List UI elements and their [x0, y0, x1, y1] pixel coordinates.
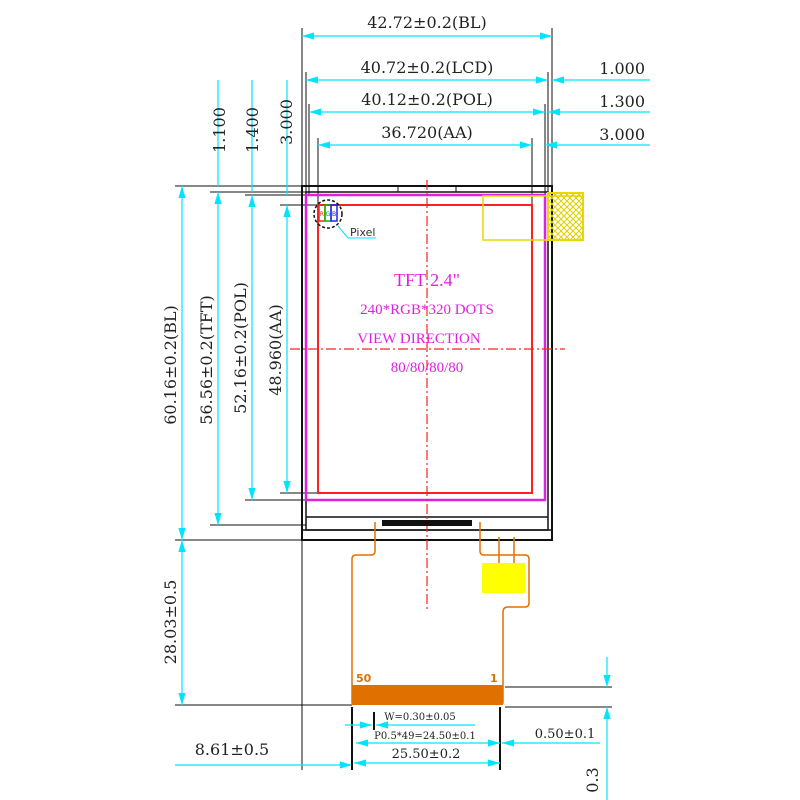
dim-aa-height: 48.960(AA)	[266, 304, 285, 396]
dim-bl-height: 60.16±0.2(BL)	[161, 305, 180, 425]
fpc-total-width-dim: 25.50±0.2	[392, 747, 461, 762]
pixel-label: Pixel	[350, 226, 375, 239]
dim-tft-height: 56.56±0.2(TFT)	[197, 295, 216, 425]
top-extension-lines	[301, 28, 553, 205]
dim-top-2: 1.400	[243, 107, 262, 153]
pin-1-label: 1	[490, 672, 498, 685]
fpc: 50 1	[351, 520, 530, 705]
display-resolution: 240*RGB*320 DOTS	[360, 302, 494, 318]
left-extension-lines	[175, 185, 352, 770]
display-title: TFT 2.4"	[394, 270, 460, 290]
view-direction-value: 80/80/80/80	[391, 360, 464, 376]
lcd-module	[290, 180, 584, 612]
dim-right-2: 1.300	[599, 92, 645, 111]
pin-width-dim: W=0.30±0.05	[384, 712, 456, 723]
dim-pol-height: 52.16±0.2(POL)	[231, 282, 250, 414]
polarizer-outline	[304, 193, 547, 502]
dim-fpc-offset: 8.61±0.5	[195, 740, 269, 759]
hatched-area	[547, 192, 584, 241]
pin-pitch-dim: P0.5*49=24.50±0.1	[374, 731, 476, 742]
dim-fpc-length: 28.03±0.5	[161, 580, 180, 665]
dim-bl-width: 42.72±0.2(BL)	[367, 13, 487, 32]
fpc-contacts	[352, 685, 503, 705]
pixel-r: R	[320, 211, 324, 218]
dim-top-1: 1.100	[210, 107, 229, 153]
left-dimension-lines	[175, 80, 352, 769]
fpc-margin-dim: 0.50±0.1	[535, 727, 596, 742]
pin-50-label: 50	[356, 672, 372, 685]
view-direction-label: VIEW DIRECTION	[357, 331, 481, 347]
dim-right-3: 3.000	[599, 125, 645, 144]
pixel-callout: R G B Pixel	[313, 199, 376, 239]
dim-aa-width: 36.720(AA)	[381, 123, 473, 142]
dim-lcd-width: 40.72±0.2(LCD)	[361, 58, 494, 77]
dim-pol-width: 40.12±0.2(POL)	[361, 90, 493, 109]
bottom-dimension-lines	[345, 657, 612, 800]
fpc-thickness-dim: 0.3	[583, 767, 602, 792]
stiffener	[482, 563, 525, 593]
top-dimension-lines	[302, 32, 650, 149]
dim-top-3: 3.000	[277, 99, 296, 145]
pixel-g: G	[326, 211, 331, 218]
pixel-b: B	[332, 211, 336, 218]
dim-right-1: 1.000	[599, 59, 645, 78]
